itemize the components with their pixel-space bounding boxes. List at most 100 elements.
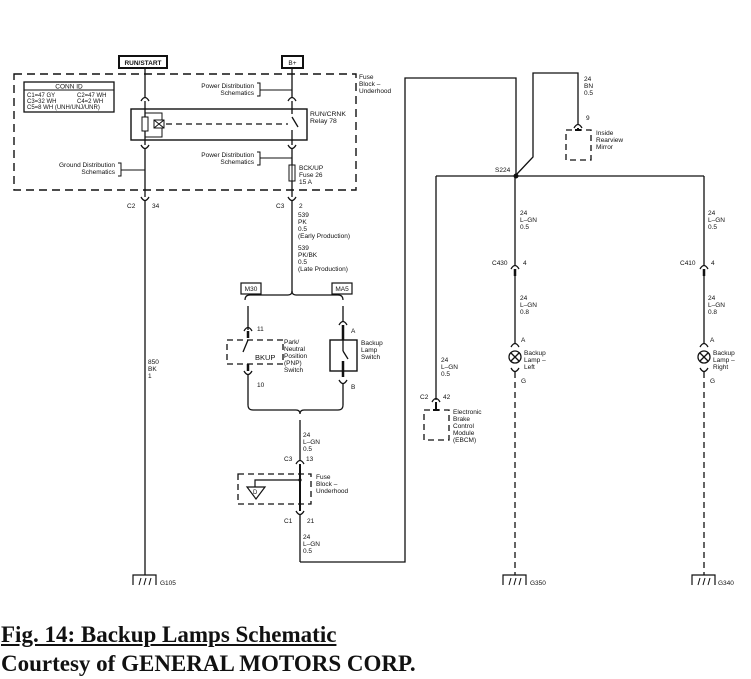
wire-539-late-label: 539 PK/BK 0.5 (Late Production) [298, 245, 348, 273]
schematic-text: Underhood [316, 488, 349, 495]
connector-c3-13 [295, 459, 305, 465]
schematic-text: C3=32 WH [27, 99, 57, 105]
wire-539-early-label: 539 PK 0.5 (Early Production) [298, 212, 350, 240]
figure-credit: Courtesy of GENERAL MOTORS CORP. [1, 651, 416, 676]
inside-rearview-mirror-box [565, 129, 592, 161]
schematic-line [257, 82, 292, 97]
schematic-text: 15 A [299, 179, 313, 186]
schematic-text: Switch [361, 354, 381, 361]
schematic-text: 539 [298, 212, 309, 219]
connector-mirror-9 [573, 123, 583, 129]
relay-78-box [130, 108, 308, 141]
fuse-26-label: BCK/UP Fuse 26 15 A [299, 165, 323, 186]
schematic-text: MA5 [335, 286, 349, 293]
backup-lamp-switch-contact [342, 350, 349, 360]
schematic-text: 11 [257, 326, 264, 333]
run-start-text: RUN/START [124, 60, 161, 67]
conn-id-table: CONN ID C1=47 GY C2=47 WH C3=32 WH C4=2 … [23, 81, 115, 113]
battery-power-label: B+ [281, 55, 304, 69]
schematic-text: Position [284, 353, 308, 360]
schematic-text: Module [453, 430, 475, 437]
schematic-text: M30 [245, 286, 258, 293]
ground-g350-icon [502, 574, 527, 586]
ground-g350-label: G350 [530, 580, 546, 587]
schematic-text: L–GN [441, 364, 458, 371]
schematic-text: 34 [152, 203, 160, 210]
schematic-text: 0.5 [441, 371, 450, 378]
schematic-text: L–GN [708, 302, 725, 309]
wire-bn-to-mirror [515, 72, 579, 176]
schematic-text: 24 [303, 432, 311, 439]
connector-c410-4 [699, 264, 709, 270]
schematic-text: Lamp [361, 347, 378, 354]
schematic-text: Ground Distribution [59, 162, 115, 169]
schematic-text: 0.5 [298, 259, 307, 266]
schematic-text: L–GN [303, 439, 320, 446]
fuse-block-underhood-lower [237, 473, 312, 505]
pnp-switch-inner-label: BKUP [255, 353, 275, 362]
schematic-text: Neutral [284, 346, 306, 353]
power-distribution-ref-2[interactable]: Power Distribution Schematics [201, 151, 292, 166]
connector-lamp-left-a [510, 342, 520, 348]
wire-lgn-ebcm-label: 24 L–GN 0.5 [441, 357, 458, 378]
schematic-text: C1=47 GY [27, 93, 55, 99]
power-distribution-ref-1[interactable]: Power Distribution Schematics [201, 82, 292, 97]
connector-c2-42 [431, 397, 441, 403]
schematic-text: Block – [316, 481, 338, 488]
schematic-text: 0.5 [584, 90, 593, 97]
schematic-text: Schematics [220, 90, 254, 97]
backup-lamp-right-icon [697, 350, 711, 364]
schematic-text: Underhood [359, 88, 392, 95]
fuse-block-top-label: Fuse Block – Underhood [359, 74, 392, 95]
ebcm-label: Electronic Brake Control Module (EBCM) [453, 409, 482, 444]
ground-g105-label: G105 [160, 580, 176, 587]
schematic-text: BCK/UP [299, 165, 323, 172]
schematic-text: Backup [713, 350, 735, 357]
diode-d-icon [245, 486, 267, 500]
connector-c3-2 [287, 196, 297, 202]
pnp-switch-contact [242, 339, 249, 353]
wire-lgn-right-bottom-label: 24 L–GN 0.8 [708, 295, 725, 316]
schematic-text: (Early Production) [298, 233, 350, 240]
schematic-line [502, 574, 527, 585]
schematic-text: 539 [298, 245, 309, 252]
schematic-line [118, 162, 145, 177]
schematic-text: 21 [307, 518, 315, 525]
wire-lgn-left-top-label: 24 L–GN 0.5 [520, 210, 537, 231]
schematic-text: 0.8 [708, 309, 717, 316]
schematic-line [510, 352, 520, 362]
schematic-text: C2 [420, 394, 429, 401]
schematic-text: C1 [284, 518, 293, 525]
schematic-line [691, 574, 716, 585]
schematic-text: 0.5 [303, 446, 312, 453]
schematic-text: Left [524, 364, 535, 371]
option-ma5: MA5 [331, 282, 353, 295]
ground-g340-label: G340 [718, 580, 734, 587]
schematic-text: Electronic [453, 409, 482, 416]
schematic-line [240, 282, 262, 295]
backup-lamp-right-label: Backup Lamp – Right [713, 350, 735, 371]
schematic-text: A [351, 328, 356, 335]
schematic-text: L–GN [303, 541, 320, 548]
wire-lgn-below-c1-label: 24 L–GN 0.5 [303, 534, 320, 555]
schematic-text: Fuse [359, 74, 374, 81]
schematic-text: 24 [708, 295, 716, 302]
schematic-line [141, 116, 149, 132]
schematic-line [118, 55, 168, 69]
fuse-block-lower-label: Fuse Block – Underhood [316, 474, 349, 495]
backup-lamp-left-icon [508, 350, 522, 364]
schematic-text: 0.5 [298, 226, 307, 233]
schematic-line [699, 352, 709, 362]
schematic-text: 0.5 [520, 224, 529, 231]
option-m30: M30 [240, 282, 262, 295]
ground-distribution-ref[interactable]: Ground Distribution Schematics [59, 162, 145, 177]
ground-g105-icon [132, 574, 157, 586]
schematic-text: 9 [586, 115, 590, 122]
wire-lgn-left-bottom-label: 24 L–GN 0.8 [520, 295, 537, 316]
schematic-text: Backup [361, 340, 383, 347]
option-brace-bottom [247, 404, 344, 415]
connector-bls-a [338, 320, 348, 326]
schematic-text: (PNP) [284, 360, 302, 367]
schematic-text: 0.8 [520, 309, 529, 316]
schematic-text: 13 [306, 456, 314, 463]
